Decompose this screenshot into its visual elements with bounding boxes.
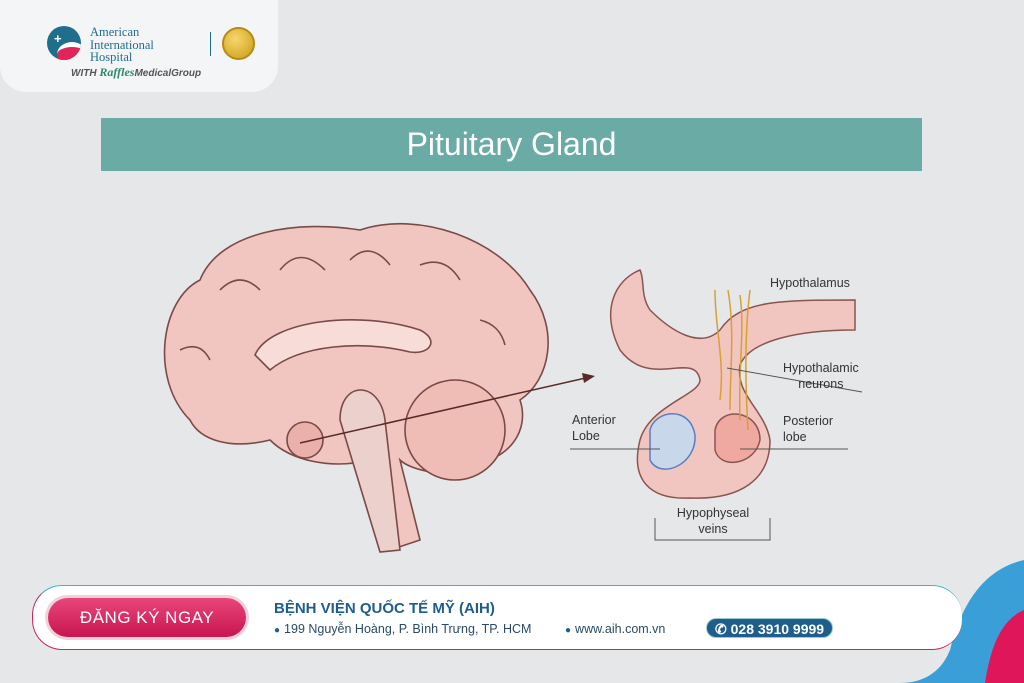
website-text: www.aih.com.vn bbox=[575, 622, 666, 636]
label-hypothalamus: Hypothalamus bbox=[770, 276, 850, 290]
pituitary-illustration bbox=[610, 269, 856, 499]
phone-text: 028 3910 9999 bbox=[730, 621, 825, 637]
phone-icon: ✆ bbox=[715, 621, 731, 637]
raffles-logo: WITH RafflesMedicalGroup bbox=[71, 65, 201, 80]
group-label: MedicalGroup bbox=[134, 68, 202, 79]
pointer-arrow bbox=[299, 376, 591, 444]
logo-line: Hospital bbox=[90, 50, 133, 64]
address-text: 199 Nguyễn Hoàng, P. Bình Trưng, TP. HCM bbox=[284, 622, 532, 636]
page-title: Pituitary Gland bbox=[101, 118, 922, 171]
globe-icon: ● bbox=[565, 625, 572, 636]
address: ●199 Nguyễn Hoàng, P. Bình Trưng, TP. HC… bbox=[274, 622, 531, 636]
logo-line: American bbox=[90, 25, 140, 39]
register-button[interactable]: ĐĂNG KÝ NGAY bbox=[48, 598, 246, 637]
accreditation-seal-icon bbox=[222, 27, 255, 60]
label-line: Hypothalamic bbox=[783, 361, 859, 375]
logo-card: + American International Hospital WITH R… bbox=[0, 0, 278, 92]
arrow-head-icon bbox=[582, 373, 595, 383]
hospital-name: BỆNH VIỆN QUỐC TẾ MỸ (AIH) bbox=[274, 600, 495, 617]
label-line: neurons bbox=[798, 377, 844, 391]
label-line: lobe bbox=[783, 430, 807, 444]
label-posterior-lobe: Posterior lobe bbox=[783, 413, 833, 445]
label-line: Lobe bbox=[572, 429, 600, 443]
phone-button[interactable]: ✆ 028 3910 9999 bbox=[706, 618, 834, 638]
decorative-wave bbox=[900, 560, 1024, 683]
hospital-logo-icon: + bbox=[47, 26, 81, 60]
label-leaders bbox=[570, 367, 863, 541]
label-line: Anterior bbox=[572, 413, 616, 427]
label-line: Hypophyseal bbox=[676, 506, 750, 520]
brain-illustration bbox=[163, 222, 549, 553]
divider bbox=[210, 32, 211, 56]
label-hypothalamic-neurons: Hypothalamic neurons bbox=[783, 360, 859, 392]
location-pin-icon: ● bbox=[274, 625, 281, 636]
label-line: Posterior bbox=[783, 414, 834, 428]
logo-line: International bbox=[90, 37, 154, 52]
label-hypophyseal-veins: Hypophyseal veins bbox=[660, 505, 766, 537]
website-link[interactable]: ●www.aih.com.vn bbox=[565, 622, 665, 636]
raffles-label: Raffles bbox=[99, 65, 135, 79]
hospital-logo-text: American International Hospital bbox=[90, 26, 154, 64]
label-line: veins bbox=[698, 522, 728, 536]
pituitary-diagram bbox=[163, 222, 863, 553]
with-label: WITH bbox=[71, 68, 97, 79]
